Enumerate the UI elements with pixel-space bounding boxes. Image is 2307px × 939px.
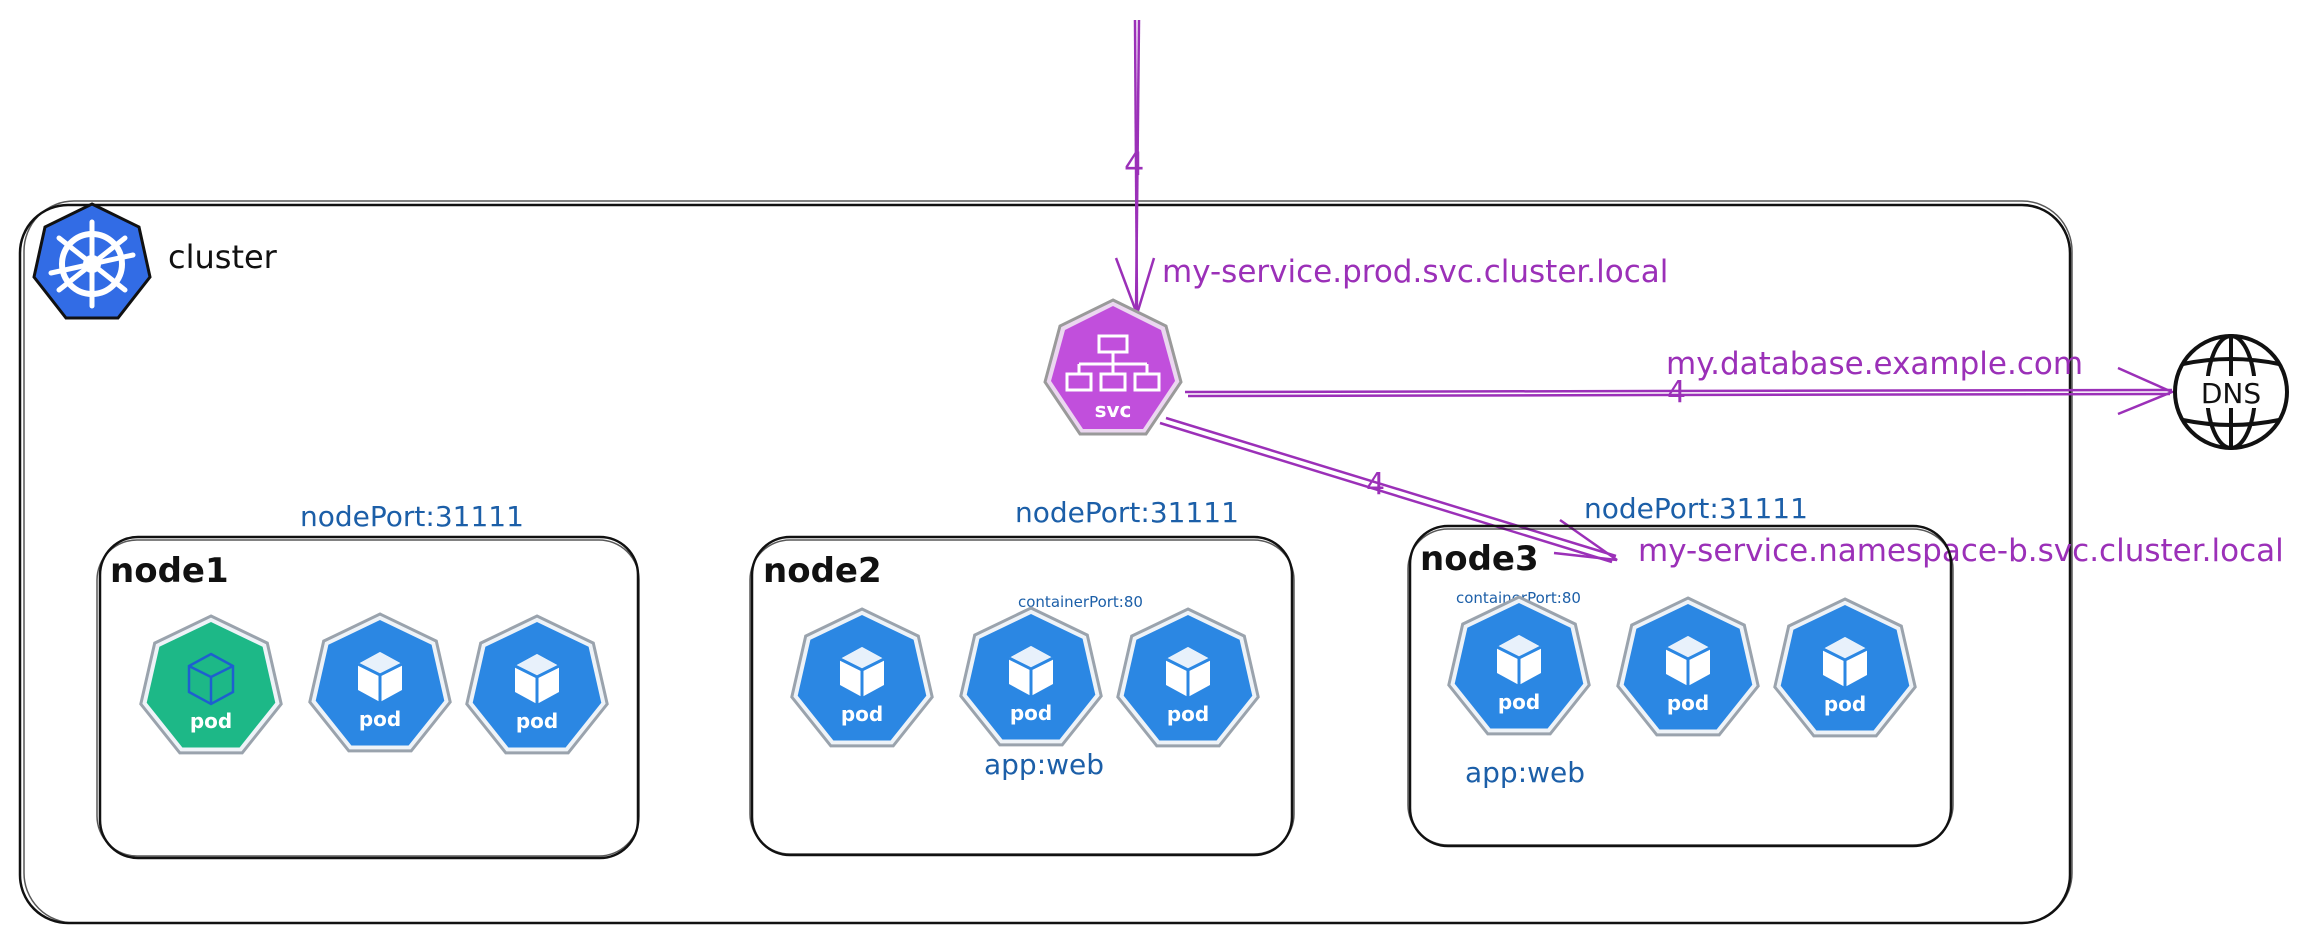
node-name: node1: [110, 551, 229, 591]
node-box: [96, 535, 640, 860]
pod-label: pod: [516, 709, 558, 733]
cluster-box: [18, 200, 2073, 925]
pod: pod: [1447, 595, 1591, 736]
node-name: node3: [1420, 539, 1539, 579]
pod-label: pod: [1498, 690, 1540, 714]
pod-label: pod: [359, 707, 401, 731]
external-weight-label: 4: [1667, 375, 1686, 410]
node-port-label: nodePort:31111: [1584, 492, 1808, 525]
pod: pod: [1616, 596, 1760, 737]
cross-namespace-dns-name: my-service.namespace-b.svc.cluster.local: [1638, 533, 2284, 569]
pod: pod: [1116, 607, 1260, 748]
app-label: app:web: [984, 748, 1104, 781]
network-hierarchy-icon: [1065, 334, 1161, 392]
node-box: [1407, 524, 1954, 848]
pod-label: pod: [1824, 692, 1866, 716]
container-port-label: containerPort:80: [1018, 593, 1143, 611]
pod-label: pod: [190, 709, 232, 733]
ingress-dns-name: my-service.prod.svc.cluster.local: [1162, 254, 1668, 290]
node-name: node2: [763, 551, 882, 591]
pod: pod: [959, 606, 1103, 747]
service-node: svc: [1043, 298, 1183, 436]
pod-label: pod: [1667, 691, 1709, 715]
pod: pod: [790, 607, 934, 748]
pod: pod: [1773, 597, 1917, 738]
dns-label: DNS: [2201, 377, 2261, 410]
pod-label: pod: [1167, 702, 1209, 726]
pod: pod: [308, 612, 452, 753]
dns-globe: DNS: [2173, 334, 2289, 450]
app-label: app:web: [1465, 756, 1585, 789]
kubernetes-icon: [32, 202, 152, 320]
node-box: [749, 535, 1295, 857]
service-label: svc: [1095, 398, 1132, 422]
pod: pod: [139, 614, 283, 755]
pods-layer: pod pod pod pod pod pod pod pod pod: [139, 595, 1917, 755]
node-port-label: nodePort:31111: [300, 500, 524, 533]
external-host-label: my.database.example.com: [1666, 346, 2083, 382]
external-dns-arrow: [1184, 366, 2176, 416]
pod-label: pod: [1010, 701, 1052, 725]
pod-label: pod: [841, 702, 883, 726]
cross-namespace-weight-label: 4: [1366, 467, 1385, 502]
pod: pod: [465, 614, 609, 755]
cross-namespace-arrow: [1159, 416, 1618, 564]
ingress-weight-label: 4: [1124, 145, 1144, 183]
node-port-label: nodePort:31111: [1015, 496, 1239, 529]
cluster-label: cluster: [168, 238, 278, 276]
